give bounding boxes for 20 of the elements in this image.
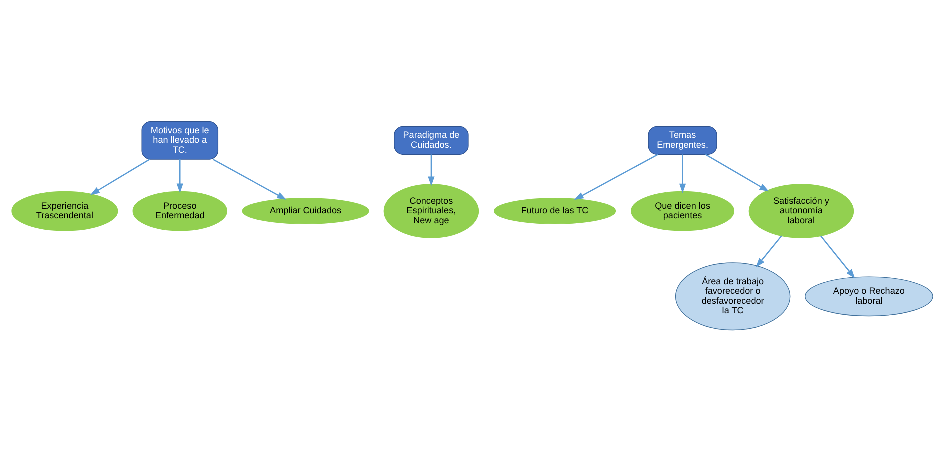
arrow bbox=[574, 154, 658, 200]
node-ellipse: Ampliar Cuidados bbox=[242, 198, 370, 224]
node-ellipse: Proceso Enfermedad bbox=[132, 191, 228, 232]
arrow bbox=[212, 158, 287, 200]
arrow bbox=[176, 160, 184, 194]
node-ellipse: Conceptos Espirituales, New age bbox=[384, 184, 480, 238]
node-box: Temas Emergentes. bbox=[648, 126, 718, 155]
arrow bbox=[679, 154, 686, 194]
node-ellipse: Futuro de las TC bbox=[494, 198, 616, 224]
arrow bbox=[428, 154, 435, 186]
node-ellipse: Que dicen los pacientes bbox=[631, 191, 734, 232]
arrow bbox=[90, 159, 150, 196]
node-ellipse: Área de trabajo favorecedor o desfavorecedor la TC bbox=[675, 262, 791, 331]
node-ellipse: Apoyo o Rechazo laboral bbox=[805, 276, 934, 317]
node-ellipse: Experiencia Trascendental bbox=[12, 191, 118, 232]
arrow bbox=[756, 236, 782, 268]
node-box: Paradigma de Cuidados. bbox=[394, 126, 469, 155]
arrow bbox=[705, 154, 770, 192]
node-box: Motivos que le han llevado a TC. bbox=[142, 121, 219, 160]
arrow bbox=[820, 236, 856, 279]
